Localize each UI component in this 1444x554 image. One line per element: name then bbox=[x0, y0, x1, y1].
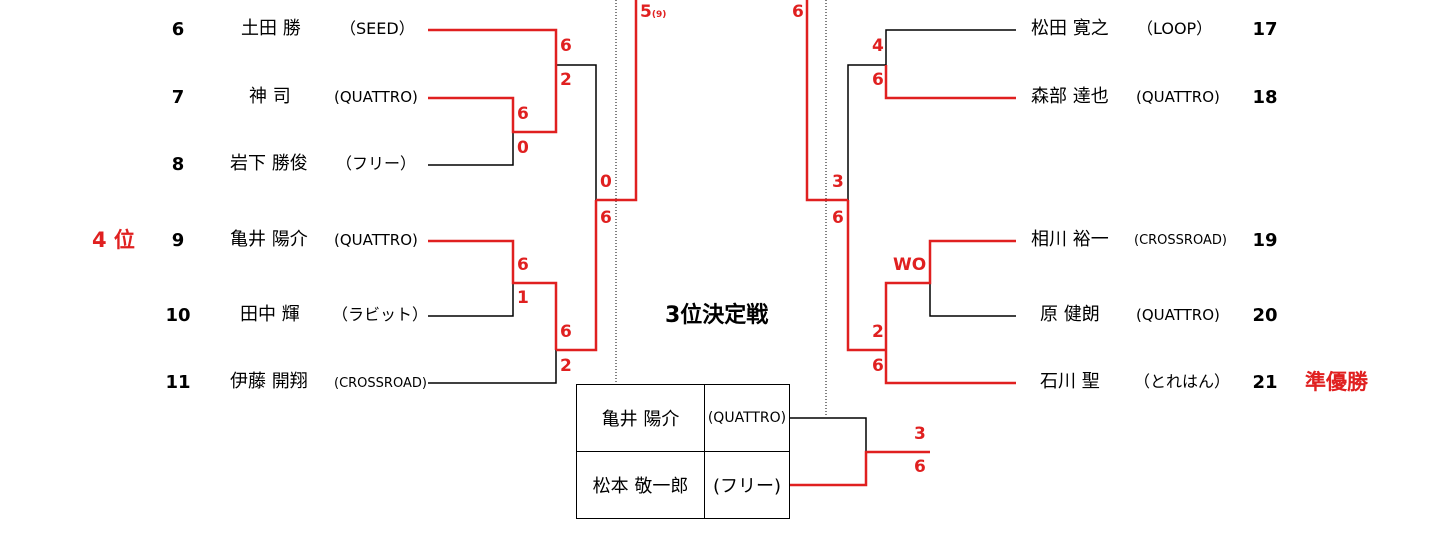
third-place-title: 3位決定戦 bbox=[665, 303, 769, 328]
player-club: （SEED） bbox=[340, 19, 415, 38]
score-left-6: 6 bbox=[517, 104, 529, 124]
seed-number: 18 bbox=[1252, 87, 1278, 108]
score-left-6: 6 bbox=[600, 208, 612, 228]
line-loser-20 bbox=[929, 283, 1016, 317]
player-name: 松田 寛之 bbox=[1031, 18, 1109, 39]
player-name: 土田 勝 bbox=[241, 18, 301, 39]
third-place-table: 亀井 陽介 (QUATTRO) 松本 敬一郎 (フリー) bbox=[576, 384, 790, 519]
score-right-top: 6 bbox=[792, 2, 804, 22]
line-loser-r1-upper bbox=[556, 64, 597, 200]
player-club: （フリー） bbox=[336, 154, 417, 173]
line-winner-r2-lower-right bbox=[846, 200, 886, 352]
player-name: 田中 輝 bbox=[240, 304, 300, 325]
score-third-6: 6 bbox=[914, 457, 926, 477]
line-winner-19 bbox=[884, 239, 1016, 350]
player-club: (QUATTRO) bbox=[334, 88, 418, 106]
seed-number: 6 bbox=[171, 19, 185, 40]
score-left-1: 1 bbox=[517, 288, 529, 308]
runner-up-label: 準優勝 bbox=[1305, 370, 1368, 394]
player-club: （とれはん） bbox=[1134, 372, 1231, 391]
line-winner-left-final bbox=[596, 0, 638, 202]
score-left-6: 6 bbox=[517, 255, 529, 275]
line-winner-9 bbox=[428, 239, 558, 350]
line-loser-17 bbox=[885, 29, 1016, 65]
seed-number: 20 bbox=[1252, 305, 1278, 326]
seed-number: 11 bbox=[165, 372, 191, 393]
line-winner-right-final bbox=[805, 0, 848, 202]
line-winner-7 bbox=[428, 65, 558, 134]
line-third-winner bbox=[790, 450, 930, 487]
player-name: 岩下 勝俊 bbox=[230, 153, 308, 174]
player-name: 神 司 bbox=[249, 86, 291, 107]
player-club: （ラビット） bbox=[332, 305, 429, 324]
score-left-top: 5(9) bbox=[640, 2, 667, 22]
line-loser-8 bbox=[428, 132, 514, 166]
player-name: 森部 達也 bbox=[1031, 86, 1109, 107]
third-player-2-name: 松本 敬一郎 bbox=[592, 476, 689, 497]
seed-number: 10 bbox=[165, 305, 191, 326]
player-name: 相川 裕一 bbox=[1031, 229, 1109, 250]
seed-number: 7 bbox=[171, 87, 185, 108]
seed-number: 17 bbox=[1252, 19, 1278, 40]
line-loser-r-upper bbox=[847, 64, 886, 200]
third-player-1-club: (QUATTRO) bbox=[707, 410, 787, 426]
seed-number: 8 bbox=[171, 154, 185, 175]
line-winner-6 bbox=[428, 28, 558, 65]
player-name: 原 健朗 bbox=[1040, 304, 1100, 325]
seed-number: 9 bbox=[171, 230, 185, 251]
line-winner-r2-lower bbox=[556, 200, 598, 352]
seed-number: 19 bbox=[1252, 230, 1278, 251]
score-left-0: 0 bbox=[600, 172, 612, 192]
line-winner-21 bbox=[884, 350, 1016, 385]
line-loser-11 bbox=[428, 350, 557, 384]
third-player-1-name: 亀井 陽介 bbox=[601, 409, 680, 430]
score-right-4: 4 bbox=[872, 36, 884, 56]
player-name: 石川 聖 bbox=[1040, 371, 1100, 392]
line-loser-10 bbox=[428, 283, 514, 317]
score-left-6: 6 bbox=[560, 36, 572, 56]
score-right-wo: WO bbox=[893, 255, 927, 275]
player-club: （LOOP） bbox=[1137, 19, 1213, 38]
player-club: (CROSSROAD) bbox=[1134, 233, 1227, 248]
score-left-6: 6 bbox=[560, 322, 572, 342]
player-club: (CROSSROAD) bbox=[334, 376, 427, 391]
score-left-2: 2 bbox=[560, 356, 572, 376]
player-name: 亀井 陽介 bbox=[230, 229, 308, 250]
score-right-6: 6 bbox=[872, 70, 884, 90]
line-winner-18 bbox=[884, 65, 1016, 100]
seed-number: 21 bbox=[1252, 372, 1278, 393]
player-name: 伊藤 開翔 bbox=[230, 371, 308, 392]
fourth-place-label: 4 位 bbox=[92, 228, 135, 252]
player-club: (QUATTRO) bbox=[1136, 88, 1220, 106]
score-right-3: 3 bbox=[832, 172, 844, 192]
score-left-0: 0 bbox=[517, 138, 529, 158]
score-third-3: 3 bbox=[914, 424, 926, 444]
score-right-6: 6 bbox=[832, 208, 844, 228]
score-left-2: 2 bbox=[560, 70, 572, 90]
line-third-loser bbox=[790, 417, 867, 452]
player-club: (QUATTRO) bbox=[1136, 306, 1220, 324]
third-player-2-club: (フリー) bbox=[712, 476, 782, 497]
score-right-2: 2 bbox=[872, 322, 884, 342]
score-right-6: 6 bbox=[872, 356, 884, 376]
player-club: (QUATTRO) bbox=[334, 231, 418, 249]
